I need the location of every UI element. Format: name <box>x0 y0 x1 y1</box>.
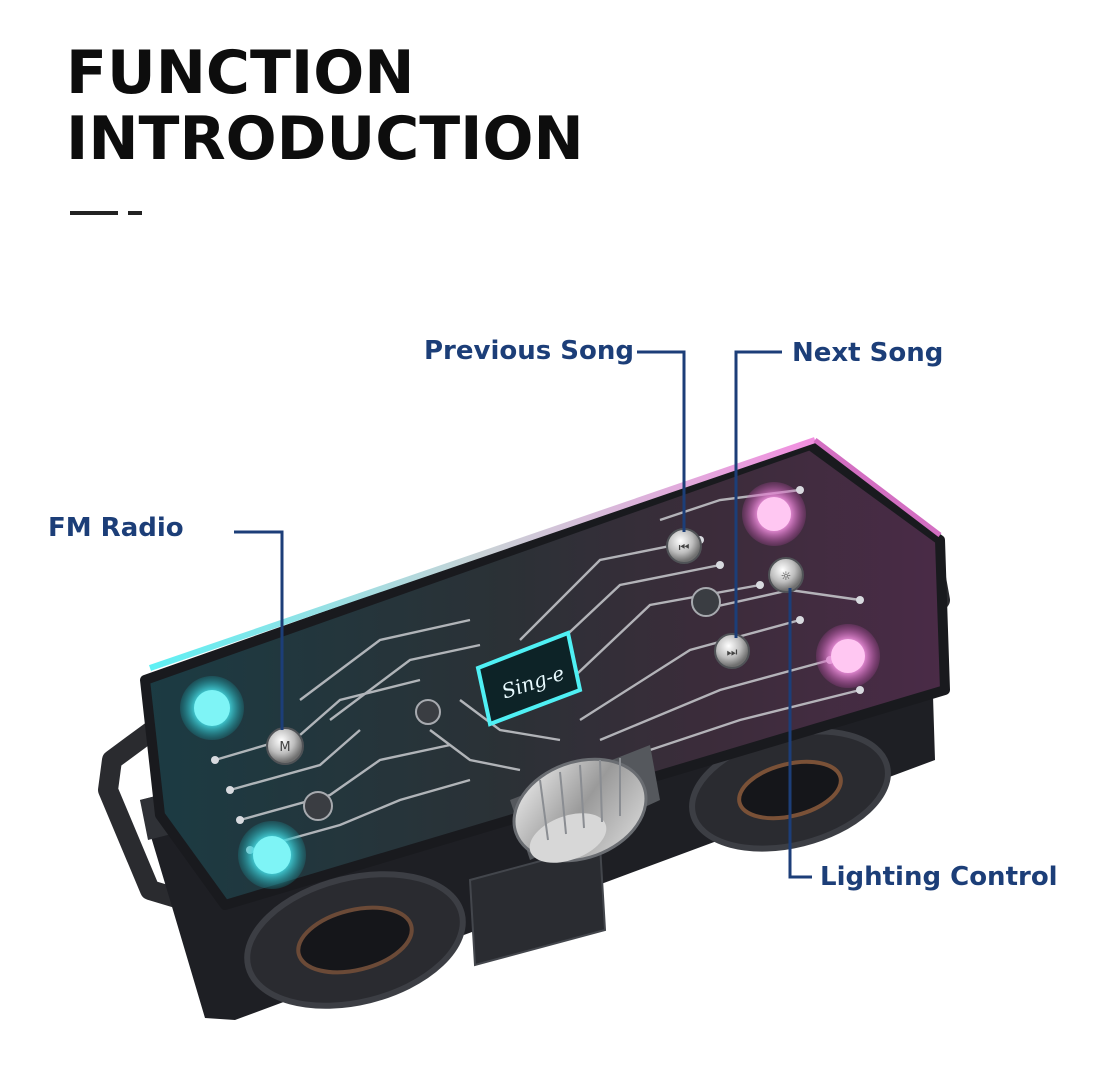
light-pink-bottom-right <box>816 624 880 688</box>
callout-fm-radio: FM Radio <box>48 513 184 543</box>
speaker-top-panel: Sing-e <box>140 437 950 910</box>
next-song-button: ⏭ <box>714 633 750 669</box>
brand-logo-chip: Sing-e <box>475 630 583 727</box>
left-handle <box>98 722 210 915</box>
fm-radio-button: M <box>266 727 304 765</box>
next-song-leader <box>734 350 782 638</box>
light-cyan-top-left <box>180 676 244 740</box>
page-title-line-1: FUNCTION <box>66 38 415 108</box>
title-underline-long <box>70 211 118 215</box>
previous-song-leader <box>637 350 686 532</box>
lighting-control-leader <box>788 588 812 879</box>
light-cyan-bottom-left <box>238 821 306 889</box>
callout-previous-song: Previous Song <box>424 336 634 366</box>
volume-knob <box>510 745 660 863</box>
page-title: FUNCTION INTRODUCTION <box>66 40 584 172</box>
light-pink-top-right <box>742 482 806 546</box>
fm-radio-leader <box>234 530 284 730</box>
svg-text:M: M <box>279 740 290 755</box>
svg-text:⏭: ⏭ <box>727 645 738 659</box>
svg-text:⏮: ⏮ <box>679 540 690 554</box>
lighting-control-button: ☼ <box>768 557 804 593</box>
callout-lighting-control: Lighting Control <box>820 862 1058 892</box>
page-title-line-2: INTRODUCTION <box>66 104 584 174</box>
title-underline-short <box>128 211 142 215</box>
callout-next-song: Next Song <box>792 338 944 368</box>
svg-text:☼: ☼ <box>781 569 792 583</box>
